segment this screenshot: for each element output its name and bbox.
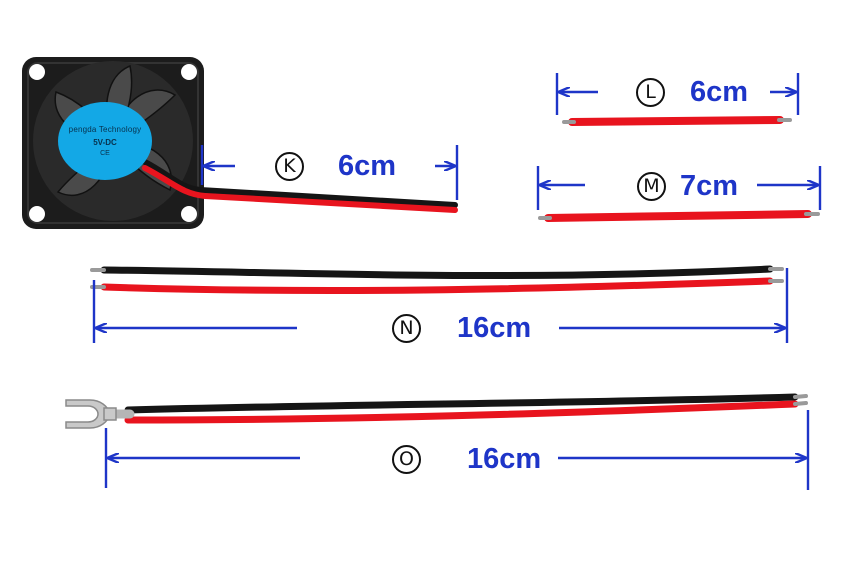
wire-m — [538, 210, 820, 222]
length-n: 16cm — [457, 311, 532, 344]
length-k: 6cm — [338, 149, 397, 182]
wire-l — [562, 116, 792, 126]
length-l: 6cm — [690, 75, 749, 108]
wire-o — [103, 393, 808, 424]
fan-brand-text: pengda Technology — [68, 125, 142, 134]
circled-letter-l: L — [636, 77, 665, 107]
length-m: 7cm — [680, 169, 739, 202]
label-m: M 7cm — [585, 166, 757, 206]
fan-sticker: pengda Technology 5V-DC CE — [58, 102, 152, 180]
fan-wires — [142, 159, 458, 213]
fan-voltage-text: 5V-DC — [93, 138, 117, 147]
label-l: L 6cm — [598, 72, 770, 112]
fan-cert-text: CE — [100, 150, 110, 157]
length-o: 16cm — [467, 442, 542, 475]
circled-letter-n: N — [392, 313, 421, 343]
wire-n — [90, 265, 784, 295]
label-n: N 16cm — [297, 306, 559, 350]
circled-letter-k: K — [275, 151, 304, 181]
fork-terminal-icon — [65, 399, 117, 429]
label-k: K 6cm — [235, 146, 435, 186]
circled-letter-m: M — [637, 171, 666, 201]
label-o: O 16cm — [300, 437, 558, 481]
circled-letter-o: O — [392, 444, 421, 474]
